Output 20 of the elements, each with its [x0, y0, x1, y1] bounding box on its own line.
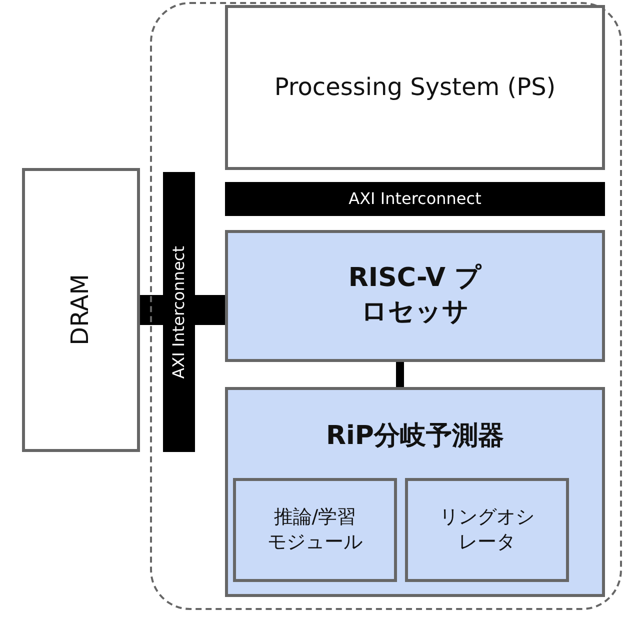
- bus-label: AXI Interconnect: [168, 246, 189, 378]
- memory-block: [22, 168, 140, 452]
- block-label: RiP分岐予測器: [326, 420, 504, 453]
- block-label: Processing System (PS): [274, 72, 556, 103]
- module-block: [225, 230, 605, 362]
- bus-connector: [195, 295, 225, 325]
- block-label: RISC-V プロセッサ: [347, 262, 483, 329]
- module-block: [225, 387, 605, 597]
- module-block: [405, 478, 569, 582]
- block-label: 推論/学習モジュール: [266, 505, 364, 555]
- bus-label: AXI Interconnect: [348, 188, 482, 210]
- bus-connector: [140, 295, 163, 325]
- bus-bar: [163, 172, 195, 452]
- region-outline: [150, 2, 622, 610]
- bus-connector: [396, 362, 404, 387]
- bus-bar: [225, 182, 605, 216]
- block-label: リングオシレータ: [438, 505, 536, 555]
- module-block: [233, 478, 397, 582]
- system-block: [225, 5, 605, 170]
- block-label: DRAM: [65, 274, 96, 346]
